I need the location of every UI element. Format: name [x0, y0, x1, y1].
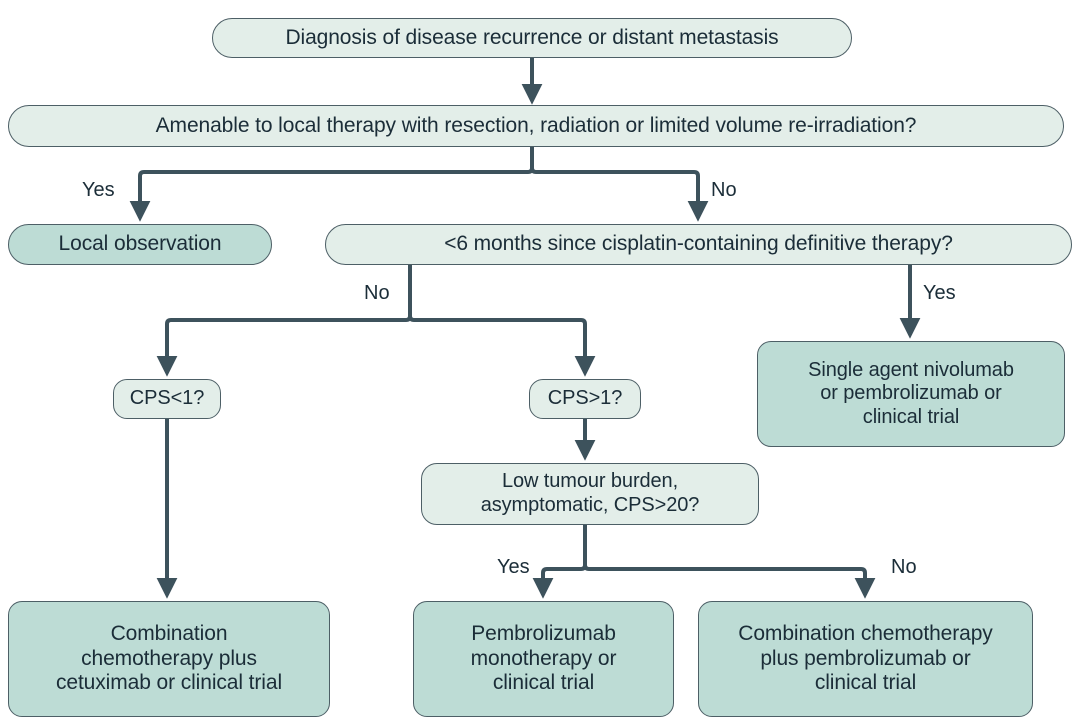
- node-cps-less-than-1: CPS<1?: [113, 379, 221, 419]
- node-combination-chemotherapy-cetuximab: Combination chemotherapy plus cetuximab …: [8, 601, 330, 717]
- edge-label-yes-nivolumab: Yes: [923, 282, 956, 304]
- edge-cisplatin-to-cps-gt1: [408, 265, 596, 377]
- node-diagnosis: Diagnosis of disease recurrence or dista…: [212, 18, 852, 58]
- edge-label-no-cisplatin: No: [711, 179, 737, 201]
- node-diagnosis-label: Diagnosis of disease recurrence or dista…: [285, 25, 779, 49]
- edge-label-yes-pembrolizumab: Yes: [497, 556, 530, 578]
- node-single-agent-nivolumab-label: Single agent nivolumab or pembrolizumab …: [808, 358, 1014, 428]
- node-combination-chemotherapy-cetuximab-label: Combination chemotherapy plus cetuximab …: [55, 621, 283, 695]
- edge-label-yes-local-observation: Yes: [82, 179, 115, 201]
- node-pembrolizumab-monotherapy: Pembrolizumab monotherapy or clinical tr…: [413, 601, 674, 717]
- node-combination-chemotherapy-pembrolizumab-label: Combination chemotherapy plus pembrolizu…: [738, 621, 993, 695]
- node-amenable-label: Amenable to local therapy with resection…: [155, 113, 917, 137]
- node-cps-less-than-1-label: CPS<1?: [129, 387, 205, 410]
- edge-low-burden-to-combo-pembro: [583, 525, 876, 599]
- node-single-agent-nivolumab: Single agent nivolumab or pembrolizumab …: [757, 341, 1065, 447]
- node-cisplatin-timing: <6 months since cisplatin-containing def…: [325, 224, 1072, 265]
- edge-label-no-combination: No: [891, 556, 917, 578]
- node-cps-greater-than-1: CPS>1?: [529, 379, 641, 419]
- edge-amenable-to-local-observation: [129, 147, 534, 222]
- node-combination-chemotherapy-pembrolizumab: Combination chemotherapy plus pembrolizu…: [698, 601, 1033, 717]
- edge-low-burden-to-pembro-mono: [532, 525, 587, 599]
- node-low-tumour-burden-label: Low tumour burden, asymptomatic, CPS>20?: [480, 470, 700, 516]
- node-pembrolizumab-monotherapy-label: Pembrolizumab monotherapy or clinical tr…: [470, 621, 617, 695]
- node-cisplatin-label: <6 months since cisplatin-containing def…: [444, 232, 953, 256]
- node-local-observation: Local observation: [8, 224, 272, 265]
- edge-amenable-to-cisplatin: [530, 147, 709, 222]
- edge-label-no-cps-branch: No: [364, 282, 390, 304]
- node-cps-greater-than-1-label: CPS>1?: [547, 387, 623, 410]
- node-amenable-to-local-therapy: Amenable to local therapy with resection…: [8, 105, 1064, 147]
- node-low-tumour-burden: Low tumour burden, asymptomatic, CPS>20?: [421, 463, 759, 525]
- node-local-observation-label: Local observation: [58, 232, 222, 256]
